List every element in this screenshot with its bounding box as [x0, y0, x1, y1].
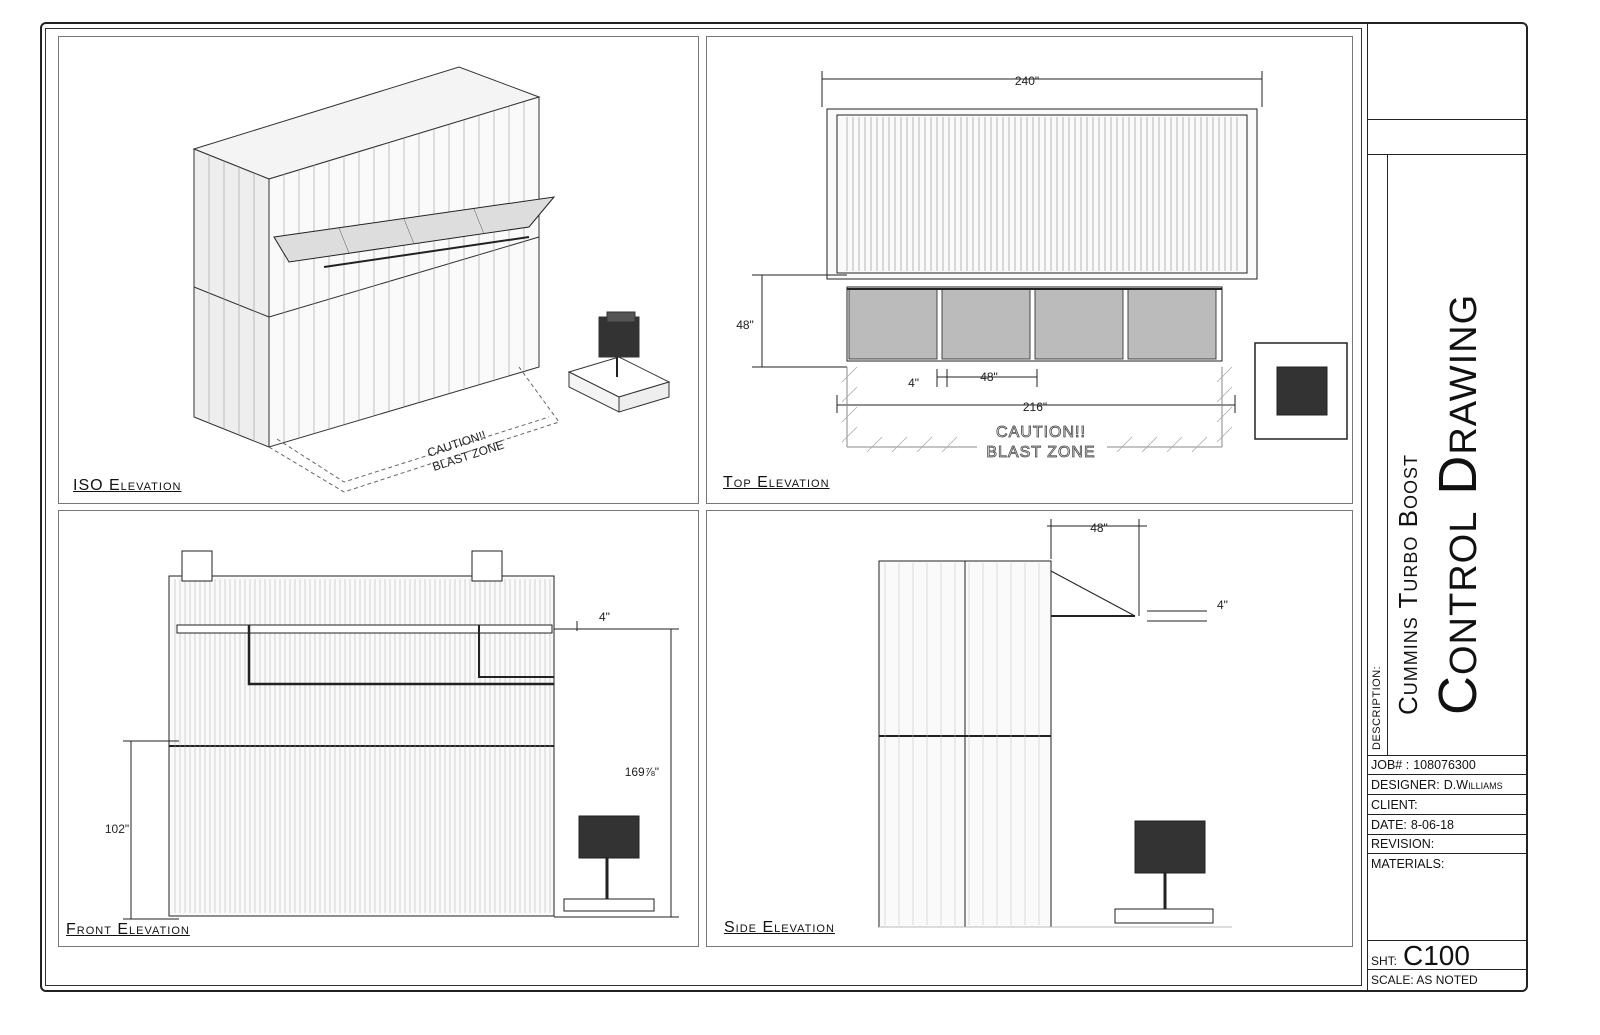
- side-elevation-drawing: 48" 4": [878, 519, 1232, 928]
- revision-label: REVISION:: [1371, 837, 1435, 851]
- designer-row: DESIGNER:D.Williams: [1367, 776, 1527, 795]
- date-value: 8-06-18: [1410, 818, 1454, 832]
- drawing-sheet-border: [40, 22, 1528, 992]
- top-caution-text-1: CAUTION!!: [996, 424, 1086, 441]
- side-dim-offset: 4": [1217, 598, 1228, 612]
- top-elevation-panel: 240" 48" 4" 48" 216" CAUTION!! BLAST ZON…: [706, 36, 1353, 504]
- scale-label: SCALE:: [1371, 973, 1414, 987]
- top-dim-bay: 48": [980, 370, 998, 384]
- description-divider: [1387, 155, 1388, 755]
- front-dim-offset: 4": [599, 610, 610, 624]
- revision-row: REVISION:: [1367, 835, 1527, 854]
- front-elevation-label: Front Elevation: [66, 921, 190, 938]
- materials-label: MATERIALS:: [1371, 857, 1445, 871]
- title-block: DESCRIPTION: Cummins Turbo Boost Control…: [1367, 24, 1527, 990]
- scale-value: AS NOTED: [1416, 973, 1478, 987]
- front-dim-height-lower: 102": [105, 822, 129, 836]
- client-label: CLIENT:: [1371, 798, 1418, 812]
- top-dim-length: 240": [1015, 74, 1039, 88]
- sheet-value: C100: [1403, 940, 1470, 971]
- front-elevation-drawing: 4" 169⅞" 102": [105, 550, 679, 920]
- title-block-border: [1367, 24, 1368, 990]
- top-elevation-drawing: 240" 48" 4" 48" 216" CAUTION!! BLAST ZON…: [736, 71, 1348, 461]
- description-area: DESCRIPTION: Cummins Turbo Boost Control…: [1367, 155, 1527, 756]
- title-block-blank-row: [1367, 120, 1527, 155]
- top-dim-depth: 48": [736, 318, 754, 332]
- drawing-title-line2: Control Drawing: [1428, 293, 1488, 715]
- title-block-logo-area: [1367, 24, 1527, 120]
- top-elevation-label: Top Elevation: [723, 474, 830, 491]
- side-elevation-label: Side Elevation: [724, 919, 835, 936]
- drawing-frame: [45, 28, 1362, 986]
- top-dim-gap: 4": [908, 376, 919, 390]
- drawing-title-line1: Cummins Turbo Boost: [1393, 454, 1423, 715]
- date-label: DATE:: [1371, 818, 1407, 832]
- designer-label: DESIGNER:: [1371, 778, 1440, 792]
- job-row: JOB# :108076300: [1367, 756, 1527, 775]
- materials-box: MATERIALS:: [1367, 855, 1527, 941]
- sheet-label: SHT:: [1371, 954, 1398, 968]
- job-label: JOB# :: [1371, 758, 1410, 772]
- front-elevation-panel: 4" 169⅞" 102" Front Elevation: [58, 510, 699, 947]
- client-row: CLIENT:: [1367, 796, 1527, 815]
- side-elevation-panel: 48" 4" Side Elevation: [706, 510, 1353, 947]
- top-caution-text-2: BLAST ZONE: [986, 444, 1095, 461]
- sheet-row: SHT: C100: [1367, 940, 1527, 971]
- date-row: DATE:8-06-18: [1367, 816, 1527, 835]
- top-dim-zone: 216": [1023, 400, 1047, 414]
- iso-elevation-drawing: CAUTION!! BLAST ZONE: [192, 66, 671, 493]
- iso-elevation-panel: CAUTION!! BLAST ZONE ISO Elevation: [58, 36, 699, 504]
- front-dim-height-total: 169⅞": [625, 765, 659, 779]
- description-caption: DESCRIPTION:: [1371, 665, 1383, 750]
- scale-row: SCALE: AS NOTED: [1367, 971, 1527, 990]
- side-dim-depth: 48": [1090, 521, 1108, 535]
- job-value: 108076300: [1413, 758, 1476, 772]
- designer-value: D.Williams: [1443, 778, 1503, 792]
- iso-elevation-label: ISO Elevation: [73, 477, 182, 494]
